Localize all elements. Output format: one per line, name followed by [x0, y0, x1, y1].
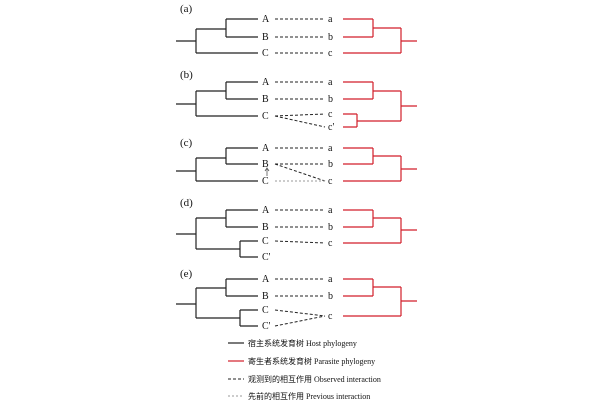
parasite-tip-label: a: [328, 274, 333, 285]
host-tree: [176, 81, 258, 117]
host-tree: [176, 147, 258, 182]
observed-interactions: [274, 209, 326, 244]
parasite-tip-label: c: [328, 311, 333, 322]
panel-a: (a) A B C a b c: [176, 3, 417, 59]
parasite-tip-label: c': [328, 122, 334, 133]
parasite-tree: [343, 209, 417, 244]
host-tip-label: C': [262, 321, 271, 332]
panel-d: (d) A B C C' a b c: [176, 197, 417, 263]
legend-label: 先前的相互作用 Previous interaction: [248, 391, 370, 400]
panel-label: (b): [180, 69, 193, 81]
observed-interactions: [274, 81, 326, 128]
host-tree: [176, 18, 258, 54]
panel-b: (b) A B C a b c c': [176, 69, 417, 133]
host-tip-label: C: [262, 176, 269, 187]
parasite-tip-label: b: [328, 94, 333, 105]
legend-item-previous: 先前的相互作用 Previous interaction: [228, 391, 370, 400]
parasite-tree: [343, 278, 417, 317]
host-tip-label: A: [262, 14, 270, 25]
legend-item-observed: 观测到的相互作用 Observed interaction: [228, 374, 381, 384]
parasite-tip-label: a: [328, 205, 333, 216]
parasite-tree: [343, 81, 417, 128]
host-tip-label: C: [262, 236, 269, 247]
legend-item-host: 宿主系统发育树 Host phylogeny: [228, 338, 357, 348]
panel-label: (e): [180, 268, 193, 280]
host-tip-label: C: [262, 48, 269, 59]
panel-label: (d): [180, 197, 193, 209]
host-tip-label: C': [262, 252, 271, 263]
host-tip-label: B: [262, 94, 269, 105]
legend: 宿主系统发育树 Host phylogeny 寄生者系统发育树 Parasite…: [228, 338, 381, 400]
parasite-tip-label: c: [328, 238, 333, 249]
host-tip-label: A: [262, 274, 270, 285]
parasite-tip-label: c: [328, 48, 333, 59]
host-tip-label: C: [262, 305, 269, 316]
parasite-tree: [343, 18, 417, 54]
parasite-tip-label: b: [328, 222, 333, 233]
host-tip-label: A: [262, 143, 270, 154]
observed-interactions: [275, 18, 325, 54]
panel-label: (a): [180, 3, 193, 15]
panel-c: (c) A B C a b c: [176, 137, 417, 187]
legend-label: 宿主系统发育树 Host phylogeny: [248, 338, 357, 348]
panel-label: (c): [180, 137, 193, 149]
parasite-tip-label: c: [328, 109, 333, 120]
legend-label: 寄生者系统发育树 Parasite phylogeny: [248, 356, 375, 366]
panel-e: (e) A B C C' a b c: [176, 268, 417, 332]
host-tip-label: B: [262, 159, 269, 170]
host-tree: [176, 209, 258, 258]
parasite-tip-label: c: [328, 176, 333, 187]
host-tip-label: A: [262, 205, 270, 216]
host-tip-label: C: [262, 111, 269, 122]
parasite-tip-label: b: [328, 159, 333, 170]
parasite-tip-label: b: [328, 291, 333, 302]
host-switch-arrow: [264, 167, 270, 176]
parasite-tree: [343, 147, 417, 182]
host-tip-label: B: [262, 291, 269, 302]
host-tree: [176, 278, 258, 327]
legend-label: 观测到的相互作用 Observed interaction: [248, 374, 381, 384]
parasite-tip-label: b: [328, 32, 333, 43]
observed-interactions: [274, 278, 326, 327]
observed-interactions: [274, 147, 326, 182]
parasite-tip-label: a: [328, 143, 333, 154]
legend-item-parasite: 寄生者系统发育树 Parasite phylogeny: [228, 356, 375, 366]
host-tip-label: B: [262, 32, 269, 43]
parasite-tip-label: a: [328, 77, 333, 88]
host-tip-label: A: [262, 77, 270, 88]
parasite-tip-label: a: [328, 14, 333, 25]
host-tip-label: B: [262, 222, 269, 233]
